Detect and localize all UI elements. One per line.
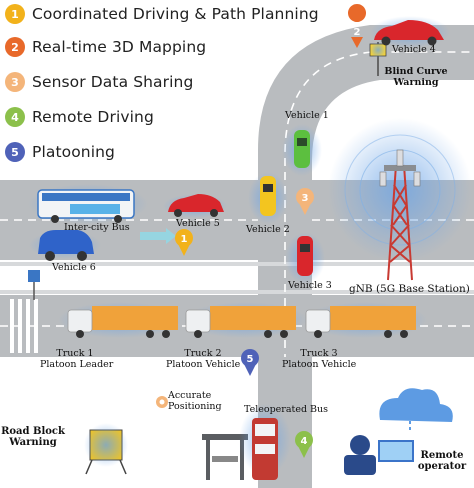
legend-label-3: Sensor Data Sharing <box>32 73 194 91</box>
inter-city-bus <box>28 184 148 224</box>
legend-badge-4: 4 <box>5 107 25 127</box>
blind-curve-line1: Blind Curve <box>384 66 448 77</box>
vehicle-6-label: Vehicle 6 <box>52 262 96 273</box>
bus-stop <box>202 434 248 480</box>
curve-lane-marking <box>284 51 474 488</box>
truck-1 <box>67 306 178 338</box>
legend-item-3: 3 Sensor Data Sharing <box>4 70 193 94</box>
legend-label-5: Platooning <box>32 143 115 161</box>
legend-item-4: 4 Remote Driving <box>4 105 154 129</box>
teleoperated-bus <box>239 404 291 480</box>
legend-badge-2: 2 <box>5 37 25 57</box>
road-block-label: Road Block Warning <box>0 426 66 448</box>
vehicle-6-car <box>29 230 101 261</box>
truck-platoon <box>58 302 427 338</box>
accurate-line1: Accurate <box>168 390 212 401</box>
gnb-tower <box>328 118 472 281</box>
intercity-bus-label: Inter-city Bus <box>64 222 130 233</box>
truck-3-line1: Truck 3 <box>300 348 338 359</box>
vehicle-2-label: Vehicle 2 <box>246 224 290 235</box>
accurate-positioning-label: Accurate Positioning <box>168 390 222 412</box>
vehicle-5-label: Vehicle 5 <box>176 218 220 229</box>
truck-3-line2: Platoon Vehicle <box>282 359 357 370</box>
blind-curve-label: Blind Curve Warning <box>376 66 456 88</box>
road-block-line1: Road Block <box>1 426 65 437</box>
vehicle-3-car <box>285 232 325 284</box>
road-block <box>84 423 128 475</box>
truck-1-line1: Truck 1 <box>56 348 94 359</box>
svg-text:3: 3 <box>11 76 19 89</box>
path-arrow <box>140 228 176 244</box>
truck-2-line2: Platoon Vehicle <box>166 359 241 370</box>
legend-badge-5: 5 <box>5 142 25 162</box>
truck-1-line2: Platoon Leader <box>40 359 114 370</box>
accurate-positioning-pin <box>156 396 168 408</box>
truck-2-line1: Truck 2 <box>184 348 222 359</box>
blind-curve-line2: Warning <box>393 77 439 88</box>
legend-item-1: 1 Coordinated Driving & Path Planning <box>4 2 319 26</box>
road-block-line2: Warning <box>9 437 57 448</box>
vehicle-1-label: Vehicle 1 <box>285 110 329 121</box>
legend-badge-3: 3 <box>5 72 25 92</box>
vehicle-3-label: Vehicle 3 <box>288 280 332 291</box>
pedestrian-sign <box>28 270 40 300</box>
legend-label-4: Remote Driving <box>32 108 154 126</box>
truck-2-label: Truck 2 Platoon Vehicle <box>166 348 240 370</box>
truck-1-label: Truck 1 Platoon Leader <box>40 348 114 370</box>
legend-label-1: Coordinated Driving & Path Planning <box>32 5 319 23</box>
svg-text:4: 4 <box>11 111 19 124</box>
gnb-label: gNB (5G Base Station) <box>349 283 470 295</box>
truck-3 <box>305 306 416 338</box>
remote-line1: Remote <box>420 450 464 461</box>
vehicle-2-car <box>248 172 288 224</box>
legend-item-5: 5 Platooning <box>4 140 115 164</box>
truck-2 <box>185 306 296 338</box>
accurate-line2: Positioning <box>168 401 222 412</box>
svg-text:2: 2 <box>11 41 19 54</box>
legend-item-2: 2 Real-time 3D Mapping <box>4 35 206 59</box>
vehicle-4-label: Vehicle 4 <box>392 44 436 55</box>
teleoperated-bus-label: Teleoperated Bus <box>244 404 329 415</box>
remote-line2: operator <box>417 461 467 472</box>
legend-badge-1: 1 <box>5 4 25 24</box>
vehicle-1-car <box>282 124 322 176</box>
blind-curve-sign <box>369 42 387 76</box>
svg-text:1: 1 <box>11 8 19 21</box>
remote-operator-label: Remote operator <box>412 450 472 472</box>
remote-operator-station <box>344 388 453 475</box>
svg-text:5: 5 <box>11 146 19 159</box>
crosswalk <box>10 299 38 353</box>
vehicle-4-car <box>370 16 450 48</box>
truck-3-label: Truck 3 Platoon Vehicle <box>282 348 356 370</box>
vehicle-5-car <box>163 194 227 218</box>
legend-label-2: Real-time 3D Mapping <box>32 38 207 56</box>
